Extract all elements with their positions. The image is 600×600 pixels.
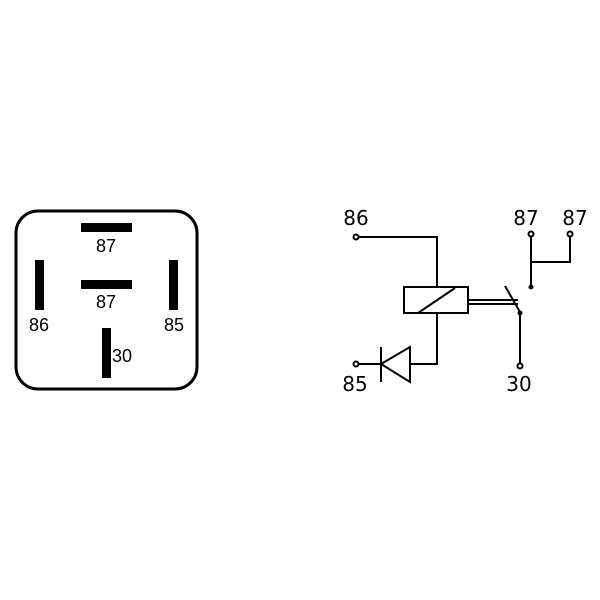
relay-body-outline	[14, 209, 199, 391]
pin-85	[169, 260, 178, 310]
switch-blade	[504, 285, 521, 313]
terminal-86	[352, 233, 360, 241]
wire-coil-diode	[410, 313, 438, 365]
pin-86	[35, 260, 44, 310]
terminal-85-label: 85	[342, 372, 367, 396]
terminal-86-label: 86	[343, 206, 368, 230]
pin-30-label: 30	[112, 346, 132, 366]
pin-87-middle-label: 87	[96, 292, 116, 312]
pin-87-middle	[81, 280, 132, 289]
terminal-30	[516, 362, 524, 370]
terminal-87b-label: 87	[562, 206, 587, 230]
pin-86-label: 86	[29, 315, 49, 335]
relay-pinout: 87 87 86 85 30	[14, 209, 199, 391]
contact-point	[528, 284, 534, 290]
pin-87-top	[81, 223, 132, 232]
terminal-87a-label: 87	[513, 206, 538, 230]
terminal-87b	[566, 230, 574, 238]
pin-87-top-label: 87	[96, 236, 116, 256]
relay-schematic: 86 85 30 87 87	[342, 206, 587, 396]
terminal-85	[352, 360, 360, 368]
diode-icon	[379, 345, 411, 384]
terminal-87a	[527, 230, 535, 238]
terminal-30-label: 30	[506, 372, 531, 396]
pin-30	[102, 328, 111, 378]
coil-slash	[417, 287, 456, 314]
pin-85-label: 85	[164, 315, 184, 335]
wire-86-coil	[359, 236, 438, 287]
wire-87-bridge	[531, 237, 571, 263]
